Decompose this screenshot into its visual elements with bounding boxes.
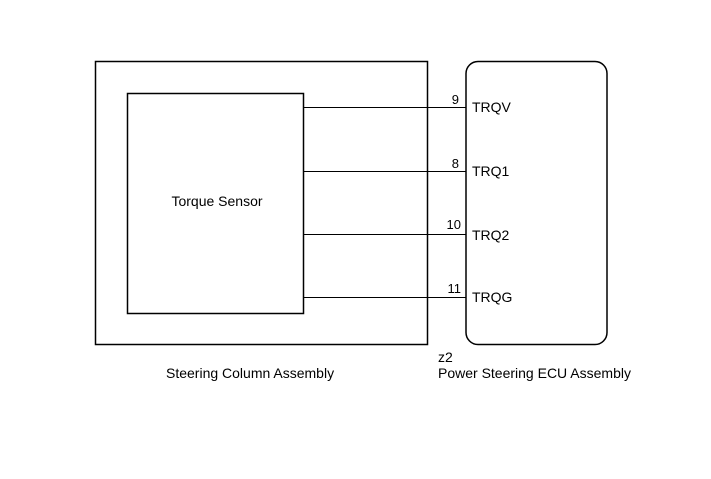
signal-name: TRQ2 bbox=[472, 227, 510, 243]
signal-name: TRQ1 bbox=[472, 163, 510, 179]
ecu-box bbox=[465, 60, 608, 346]
pin-number: 8 bbox=[452, 156, 459, 171]
steering-column-assembly-box bbox=[94, 60, 429, 346]
ecu-connector-code: z2 bbox=[438, 349, 453, 365]
pin-number: 9 bbox=[452, 92, 459, 107]
signal-name: TRQV bbox=[472, 99, 512, 115]
pin-number: 10 bbox=[447, 217, 461, 232]
steering-column-assembly-label: Steering Column Assembly bbox=[166, 365, 334, 381]
pin-number: 11 bbox=[448, 281, 462, 296]
torque-sensor-label: Torque Sensor bbox=[171, 193, 262, 209]
signal-name: TRQG bbox=[472, 289, 512, 305]
ecu-assembly-label: Power Steering ECU Assembly bbox=[438, 365, 631, 381]
torque-sensor-box bbox=[126, 92, 305, 315]
